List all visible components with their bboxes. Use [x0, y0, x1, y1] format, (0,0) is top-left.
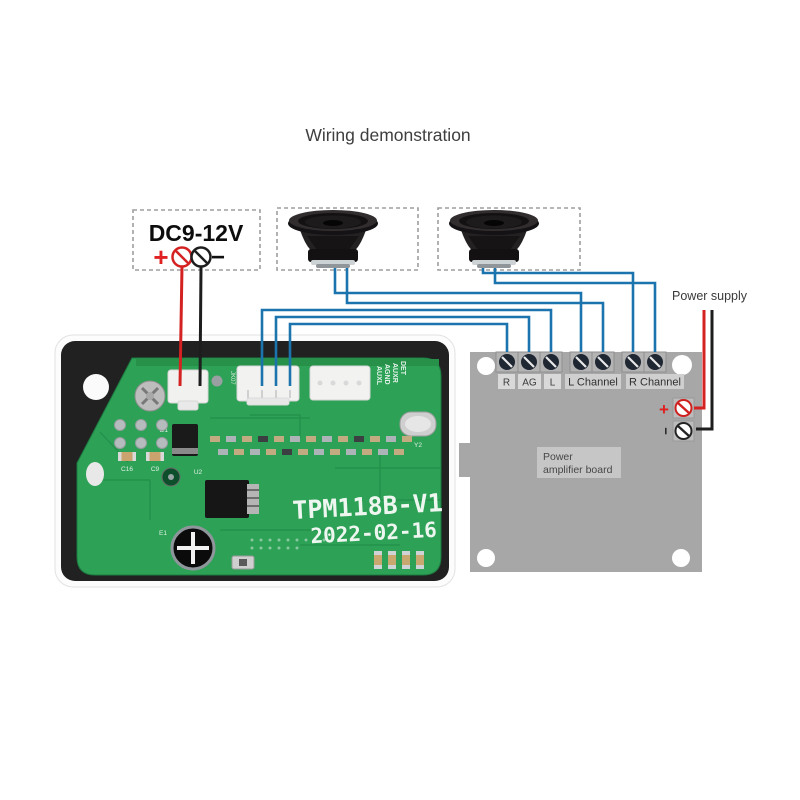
port-label-det: DET	[399, 361, 406, 376]
dc-minus-label: −	[211, 244, 225, 271]
power-amplifier-board: R AG L L Channel R Channel + − Power amp…	[459, 351, 702, 572]
edge-pad	[86, 462, 104, 486]
power-supply-label: Power supply	[672, 289, 748, 303]
amp-plus-label: +	[659, 400, 669, 419]
c9-ref-label: C9	[151, 466, 160, 473]
right-speaker-wire-b	[493, 250, 657, 352]
screw-terminal-ag	[517, 351, 541, 373]
ecap-ref-label: E1	[159, 530, 167, 537]
amp-minus-label: −	[659, 427, 674, 435]
c16-ref-label: C16	[121, 466, 133, 473]
supply-negative-wire	[696, 310, 714, 431]
bottom-resistors	[374, 551, 424, 569]
crystal-oscillator	[399, 411, 437, 437]
amp-hole-br	[672, 549, 690, 567]
amp-hole-tl	[477, 357, 495, 375]
screw-terminal-lch1	[569, 351, 593, 373]
power-connector	[167, 369, 209, 411]
dc-plus-label: +	[153, 242, 168, 272]
terminal-label-lchannel: L Channel	[568, 377, 618, 389]
dc-minus-slash	[194, 250, 208, 264]
right-speaker-box	[437, 207, 581, 271]
amp-board-label-line1: Power	[543, 451, 573, 463]
amp-board-label-line2: amplifier board	[543, 464, 613, 476]
dc-plus-slash	[175, 250, 189, 264]
amp-power-terminals: + −	[659, 397, 695, 442]
pcb-audio-wire-l	[260, 308, 553, 386]
port-label-auxl: AUXL	[375, 366, 382, 386]
amp-hole-bl	[477, 549, 495, 567]
right-speaker-icon	[449, 210, 539, 268]
ic-chip	[205, 480, 259, 518]
terminal-label-l: L	[550, 378, 556, 389]
dc-positive-wire	[178, 265, 184, 387]
port-label-agnd: AGND	[383, 364, 390, 385]
terminal-label-ag: AG	[522, 378, 537, 389]
jack-ref-label: JK07	[229, 371, 235, 385]
port-label-auxr: AUXR	[391, 363, 398, 383]
amp-side-tab	[459, 443, 472, 477]
amp-terminal-labels: R AG L L Channel R Channel	[498, 374, 684, 389]
amp-screw-terminals	[495, 351, 667, 373]
pcb-edge-strip	[136, 359, 439, 366]
terminal-label-r: R	[503, 378, 510, 389]
pcb-audio-wire-ag	[274, 315, 531, 386]
bottom-component	[231, 555, 255, 570]
diode-band	[172, 448, 198, 454]
pcb-audio-wire-r	[288, 322, 509, 386]
aux-connector	[309, 365, 371, 401]
dc-input-box: DC9-12V + −	[132, 209, 261, 272]
screw-terminal-rch1	[621, 351, 645, 373]
pcb-screw	[134, 380, 166, 412]
amp-hole-tr	[672, 355, 692, 375]
screw-terminal-lch2	[591, 351, 615, 373]
dc-voltage-label: DC9-12V	[149, 220, 244, 246]
left-speaker-icon	[288, 210, 378, 268]
pcb-port-labels: DET AUXR AGND AUXL	[375, 361, 406, 386]
smd-components	[210, 436, 412, 455]
mp3-decoder-board: JK07 DET AUXR AGND AUXL Y2	[54, 334, 456, 588]
panel-hole	[83, 374, 109, 400]
dark-pad-center	[168, 474, 174, 480]
left-speaker-wire-b	[345, 250, 605, 352]
via-dot	[211, 375, 223, 387]
terminal-label-rchannel: R Channel	[629, 377, 681, 389]
capacitor-grid	[114, 419, 168, 449]
electrolytic-capacitor	[170, 525, 216, 571]
minus-screw-slash	[677, 425, 690, 437]
dc-negative-wire	[198, 265, 203, 387]
audio-out-connector	[236, 365, 300, 406]
left-speaker-wire-a	[333, 250, 583, 352]
ic-ref-label: U2	[194, 469, 203, 476]
pad-dots	[250, 538, 326, 550]
smd-caps-c16-c9	[118, 452, 164, 461]
amp-board-label: Power amplifier board	[537, 447, 621, 478]
dc-dashed-border	[132, 209, 261, 271]
screw-terminal-rch2	[643, 351, 667, 373]
crystal-ref-label: Y2	[414, 442, 422, 449]
screw-terminal-r	[495, 351, 519, 373]
supply-positive-wire	[694, 310, 706, 410]
page-title: Wiring demonstration	[305, 125, 470, 145]
screw-terminal-l	[539, 351, 563, 373]
plus-screw-slash	[677, 402, 690, 414]
